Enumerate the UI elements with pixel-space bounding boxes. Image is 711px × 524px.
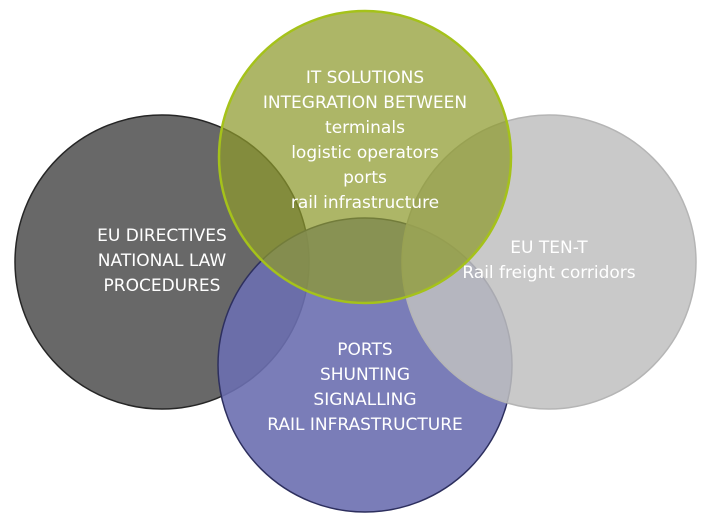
it-solutions-line-4: logistic operators [291,143,439,163]
it-solutions-line-5: ports [343,168,387,188]
regulation-line-3: PROCEDURES [103,276,221,296]
regulation-line-2: NATIONAL LAW [97,251,227,271]
it-solutions-circle [217,9,513,305]
infrastructure-line-4: RAIL INFRASTRUCTURE [267,415,463,435]
corridors-line-1: EU TEN-T [510,238,588,258]
it-solutions-line-1: IT SOLUTIONS [305,68,425,88]
it-solutions-line-6: rail infrastructure [290,193,440,213]
infrastructure-line-2: SHUNTING [319,365,411,385]
infrastructure-label: PORTS SHUNTING SIGNALLING RAIL INFRASTRU… [267,338,463,438]
infrastructure-line-3: SIGNALLING [313,390,417,410]
it-solutions-line-2: INTEGRATION BETWEEN [262,93,468,113]
regulation-label: EU DIRECTIVES NATIONAL LAW PROCEDURES [97,224,227,299]
regulation-line-1: EU DIRECTIVES [97,226,227,246]
corridors-label: EU TEN-T Rail freight corridors [462,236,635,286]
corridors-line-2: Rail freight corridors [462,263,636,283]
it-solutions-line-3: terminals [325,118,405,138]
it-solutions-label: IT SOLUTIONS INTEGRATION BETWEEN termina… [263,66,467,216]
infrastructure-line-1: PORTS [337,340,393,360]
